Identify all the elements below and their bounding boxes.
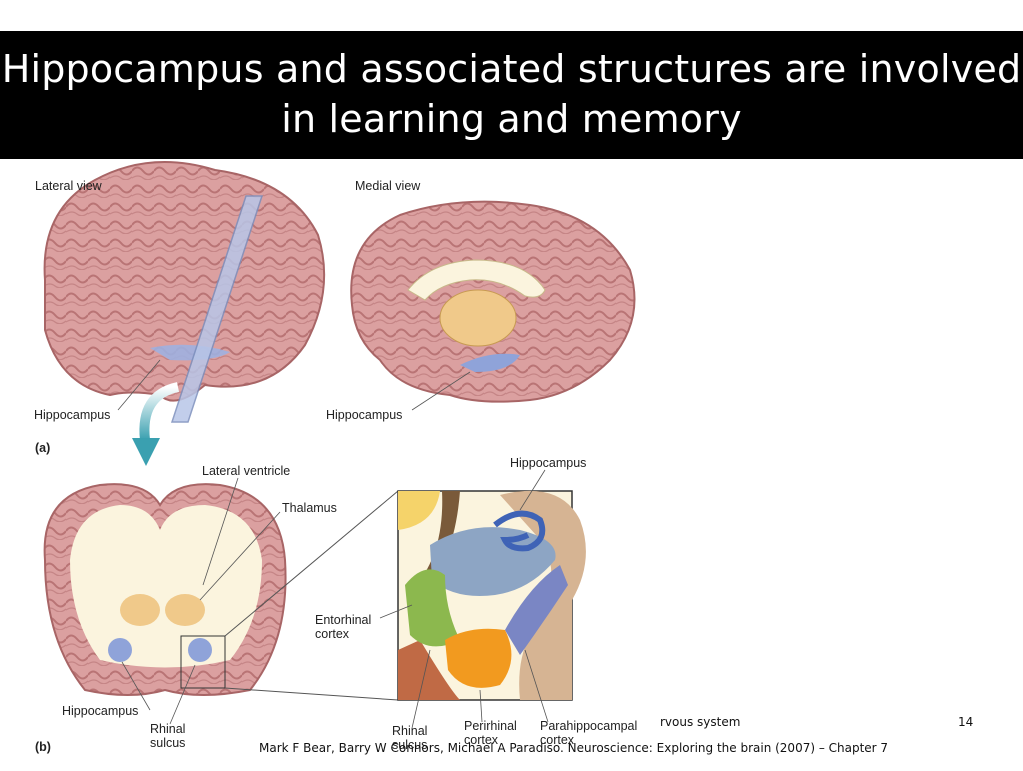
- medial-view-label: Medial view: [355, 179, 421, 193]
- slide-title: Hippocampus and associated structures ar…: [1, 47, 1022, 141]
- lateral-brain: [43, 161, 326, 423]
- hippocampus-medial-label: Hippocampus: [326, 408, 403, 422]
- perirhinal-cortex-label: Perirhinal cortex: [464, 719, 517, 747]
- transition-arrow-shaft: [139, 382, 180, 441]
- rhinal-sulcus-inset-label: Rhinal sulcus: [392, 724, 428, 752]
- hippocampus-inset: [397, 490, 586, 701]
- thalamus-medial-shape: [439, 289, 517, 347]
- footer-fragment: rvous system: [660, 715, 741, 729]
- lateral-view-label: Lateral view: [35, 179, 102, 193]
- panel-a-label: (a): [35, 441, 51, 455]
- hippocampus-inset-label: Hippocampus: [510, 456, 587, 470]
- medial-brain: [350, 200, 636, 403]
- hippocampus-medial-shape: [460, 353, 520, 372]
- leader-lines: [117, 359, 549, 729]
- coronal-section: [43, 483, 287, 696]
- panel-b-label: (b): [35, 740, 51, 754]
- title-bar: [0, 31, 1023, 159]
- rhinal-sulcus-left-label: Rhinal sulcus: [150, 722, 186, 750]
- parahippocampal-cortex-label: Parahippocampal cortex: [540, 719, 638, 747]
- citation: Mark F Bear, Barry W Connors, Michael A …: [259, 741, 889, 755]
- hippocampus-coronal-label: Hippocampus: [62, 704, 139, 718]
- hippocampus-lateral-label: Hippocampus: [34, 408, 111, 422]
- lateral-ventricle-label: Lateral ventricle: [202, 464, 291, 478]
- transition-arrow-head: [132, 438, 160, 466]
- slide-number: 14: [958, 715, 974, 729]
- thalamus-label: Thalamus: [282, 501, 337, 515]
- section-plane: [170, 195, 264, 423]
- entorhinal-cortex-label: Entorhinal cortex: [315, 613, 372, 641]
